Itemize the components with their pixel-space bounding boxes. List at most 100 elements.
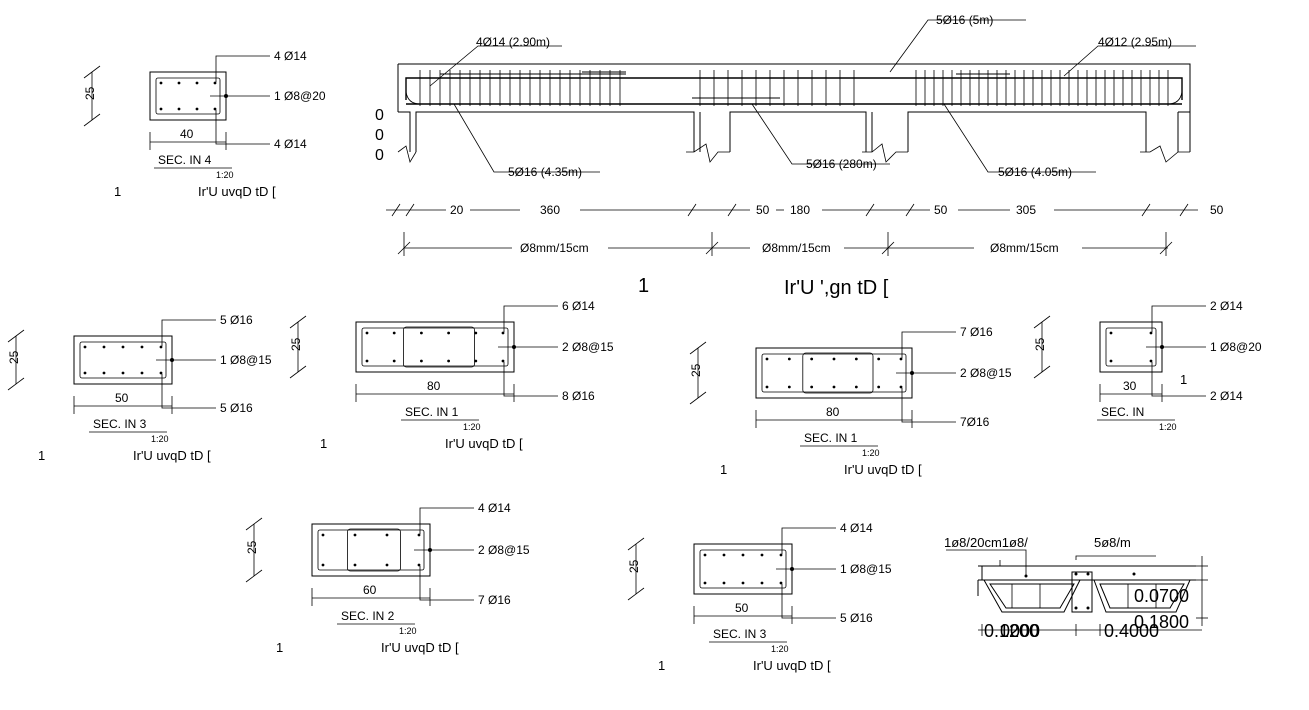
section-name: SEC. IN 1 — [405, 405, 459, 419]
section-height: 25 — [7, 350, 21, 364]
section-extra: 1 — [1180, 372, 1187, 387]
slab-dim: 0000 — [1000, 621, 1040, 641]
beam-title-number: 1 — [638, 275, 649, 297]
section-height: 25 — [245, 540, 259, 554]
beam-dim: 360 — [540, 203, 560, 217]
section-top-label: 5 Ø16 — [220, 313, 253, 327]
section-caption-number: 1 — [658, 658, 665, 673]
section-bottom-label: 5 Ø16 — [840, 611, 873, 625]
beam-top-label: 5Ø16 (5m) — [936, 13, 993, 27]
section-top-label: 6 Ø14 — [562, 299, 595, 313]
section-name: SEC. IN 2 — [341, 609, 395, 623]
section-top-label: 4 Ø14 — [274, 49, 307, 63]
section-height: 25 — [627, 559, 641, 573]
beam-bottom-label: 5Ø16 (4.05m) — [998, 165, 1072, 179]
section-scale: 1:20 — [216, 170, 234, 180]
slab-label: 1ø8/20cm1ø8/ — [944, 535, 1028, 550]
section-caption-number: 1 — [38, 448, 45, 463]
section-caption: Ir'U uvqD tD [ — [381, 640, 459, 655]
beam-top-label: 4Ø14 (2.90m) — [476, 35, 550, 49]
section-name: SEC. IN 3 — [713, 627, 767, 641]
section-caption: Ir'U uvqD tD [ — [198, 184, 276, 199]
section-width: 80 — [427, 379, 441, 393]
section-scale: 1:20 — [463, 422, 481, 432]
slab-dim: 0.0700 — [1134, 586, 1189, 606]
beam-dim: 305 — [1016, 203, 1036, 217]
stirrup-spacing: Ø8mm/15cm — [990, 241, 1059, 255]
beam-elevation: 4Ø14 (2.90m) 5Ø16 (5m) 4Ø12 (2.95m) 5Ø16… — [375, 13, 1224, 299]
section-caption: Ir'U uvqD tD [ — [445, 436, 523, 451]
beam-bottom-label: 5Ø16 (280m) — [806, 157, 877, 171]
section-top-label: 4 Ø14 — [840, 521, 873, 535]
beam-top-label: 4Ø12 (2.95m) — [1098, 35, 1172, 49]
section-top-label: 2 Ø14 — [1210, 299, 1243, 313]
beam-dim: 20 — [450, 203, 464, 217]
section-width: 60 — [363, 583, 377, 597]
section-stirrup-label: 2 Ø8@15 — [478, 543, 530, 557]
section-caption: Ir'U uvqD tD [ — [844, 462, 922, 477]
beam-dim: 180 — [790, 203, 810, 217]
section-scale: 1:20 — [862, 448, 880, 458]
section-stirrup-label: 1 Ø8@15 — [840, 562, 892, 576]
beam-dim: 50 — [756, 203, 770, 217]
section-name: SEC. IN — [1101, 405, 1144, 419]
section-bottom-label: 7Ø16 — [960, 415, 990, 429]
slab-label: 5ø8/m — [1094, 535, 1131, 550]
section-top-label: 7 Ø16 — [960, 325, 993, 339]
section-bottom-label: 4 Ø14 — [274, 137, 307, 151]
section-caption: Ir'U uvqD tD [ — [753, 658, 831, 673]
stirrup-spacing: Ø8mm/15cm — [762, 241, 831, 255]
section-scale: 1:20 — [771, 644, 789, 654]
section-height: 25 — [83, 86, 97, 100]
section-height: 25 — [689, 363, 703, 377]
stirrup-spacing: Ø8mm/15cm — [520, 241, 589, 255]
section-width: 50 — [735, 601, 749, 615]
section-caption-number: 1 — [114, 184, 121, 199]
section-bottom-label: 5 Ø16 — [220, 401, 253, 415]
slab-dim: 0.4000 — [1104, 621, 1159, 641]
section-caption-number: 1 — [276, 640, 283, 655]
section-stirrup-label: 2 Ø8@15 — [562, 340, 614, 354]
slab-detail: 1ø8/20cm1ø8/ 5ø8/m 0.0700 0.1800 0.1200 … — [944, 535, 1208, 641]
beam-dim: 50 — [1210, 203, 1224, 217]
section-bottom-label: 7 Ø16 — [478, 593, 511, 607]
section-caption-number: 1 — [720, 462, 727, 477]
section-width: 40 — [180, 127, 194, 141]
section-scale: 1:20 — [151, 434, 169, 444]
section-stirrup-label: 1 Ø8@15 — [220, 353, 272, 367]
beam-title: Ir'U ',gn tD [ — [784, 277, 889, 299]
beam-stirrups — [419, 70, 1169, 106]
beam-dim: 50 — [934, 203, 948, 217]
section-width: 50 — [115, 391, 129, 405]
section-height: 25 — [1033, 337, 1047, 351]
section-width: 80 — [826, 405, 840, 419]
beam-mark: 0 — [375, 147, 384, 164]
section-top-label: 4 Ø14 — [478, 501, 511, 515]
slab-dim: 0.1800 — [1134, 612, 1189, 632]
section-scale: 1:20 — [1159, 422, 1177, 432]
section-name: SEC. IN 3 — [93, 417, 147, 431]
section-scale: 1:20 — [399, 626, 417, 636]
beam-mark: 0 — [375, 107, 384, 124]
section-caption-number: 1 — [320, 436, 327, 451]
stirrup-spacing-line: Ø8mm/15cm Ø8mm/15cm Ø8mm/15cm — [397, 232, 1173, 256]
section-name: SEC. IN 4 — [158, 153, 212, 167]
section-stirrup-label: 1 Ø8@20 — [1210, 340, 1262, 354]
slab-dim: 0.1200 — [984, 621, 1039, 641]
section-name: SEC. IN 1 — [804, 431, 858, 445]
section-bottom-label: 8 Ø16 — [562, 389, 595, 403]
section-caption: Ir'U uvqD tD [ — [133, 448, 211, 463]
section-width: 30 — [1123, 379, 1137, 393]
beam-mark: 0 — [375, 127, 384, 144]
beam-dimension-line: 20 360 50 180 50 305 50 — [386, 203, 1224, 217]
beam-bottom-label: 5Ø16 (4.35m) — [508, 165, 582, 179]
